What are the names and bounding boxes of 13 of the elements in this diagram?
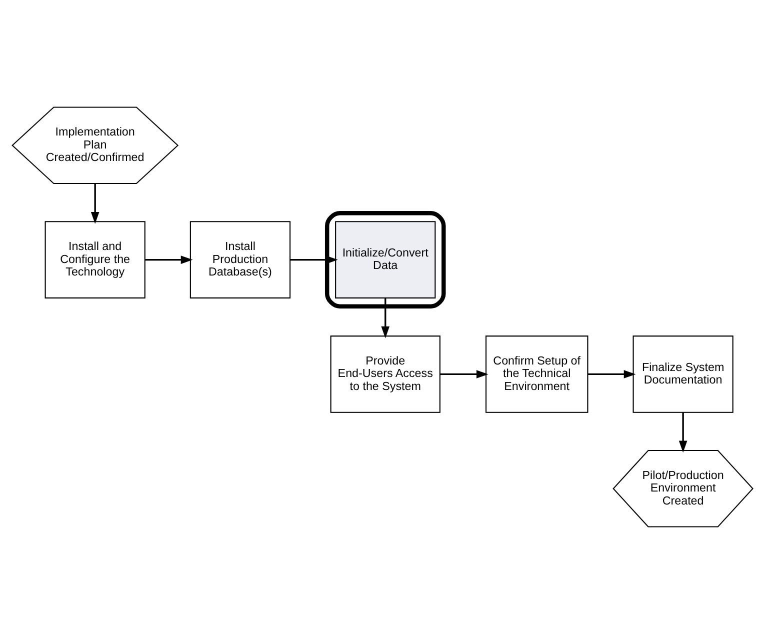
arrow (145, 255, 193, 264)
arrow (440, 370, 488, 378)
arrow (381, 298, 390, 338)
arrow (588, 370, 636, 378)
node-box: Install and Configure the Technology (44, 220, 146, 298)
arrow (90, 183, 100, 224)
arrow (290, 255, 338, 264)
node-box: Install Production Database(s) (190, 220, 291, 298)
node-box: Finalize System Documentation (632, 335, 734, 412)
node-box: Confirm Setup of the Technical Environment (485, 335, 588, 412)
node-box: Initialize/Convert Data (335, 220, 436, 298)
node-box: Provide End-Users Access to the System (330, 335, 440, 412)
arrow (678, 412, 688, 452)
